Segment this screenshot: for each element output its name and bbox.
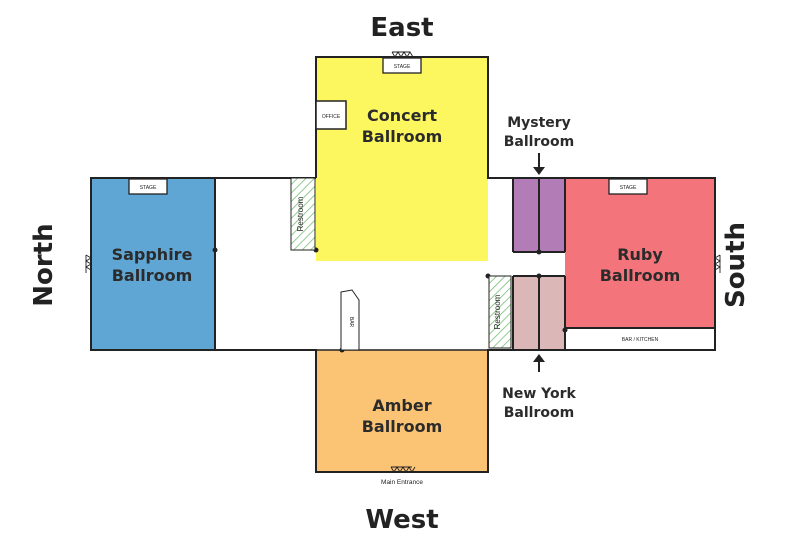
sapphire-stage-label: STAGE [140, 185, 157, 191]
concert-ballroom-area[interactable] [316, 58, 488, 261]
concert-ballroom-label: Concert Ballroom [362, 106, 443, 146]
concert-ballroom-suffix: Ballroom [362, 127, 443, 146]
amber-ballroom-area[interactable] [316, 350, 488, 472]
amber-ballroom-suffix: Ballroom [362, 417, 443, 436]
sapphire-stage [128, 178, 168, 195]
ruby-ballroom-name: Ruby [617, 245, 663, 264]
mystery-ballroom-name: Mystery [507, 115, 571, 131]
new-york-ballroom-label: New York Ballroom [502, 386, 576, 421]
concert-ballroom-name: Concert [367, 106, 437, 125]
office-label: OFFICE [322, 114, 341, 120]
direction-north: North [29, 223, 59, 306]
bar-counter [340, 289, 360, 351]
sapphire-ballroom-suffix: Ballroom [112, 266, 193, 285]
door-icon [85, 51, 721, 473]
bar-label: BAR [348, 317, 354, 328]
ruby-stage-label: STAGE [620, 185, 637, 191]
restroom-label-north: Restroom [296, 196, 305, 231]
arrow-up-icon [533, 354, 545, 372]
mystery-ballroom-suffix: Ballroom [504, 134, 574, 150]
ruby-ballroom-suffix: Ballroom [600, 266, 681, 285]
main-entrance-label: Main Entrance [381, 479, 423, 486]
restroom-south [488, 275, 512, 349]
direction-east: East [370, 13, 433, 43]
amber-ballroom-name: Amber [372, 396, 431, 415]
new-york-ballroom-suffix: Ballroom [504, 405, 574, 421]
amber-ballroom-label: Amber Ballroom [362, 396, 443, 436]
ruby-ballroom-area[interactable] [565, 178, 715, 328]
sapphire-ballroom-area[interactable] [91, 178, 215, 349]
direction-west: West [365, 505, 438, 535]
mystery-ballroom-label: Mystery Ballroom [504, 115, 574, 150]
arrow-down-icon [533, 153, 545, 175]
direction-south: South [721, 222, 751, 308]
restroom-label-south: Restroom [493, 294, 502, 329]
sapphire-ballroom-name: Sapphire [112, 245, 193, 264]
bar-kitchen-label: BAR / KITCHEN [622, 337, 659, 343]
concert-stage-label: STAGE [394, 64, 411, 70]
concert-stage [382, 57, 422, 74]
office-room [315, 100, 347, 130]
new-york-ballroom-name: New York [502, 386, 576, 402]
ruby-ballroom-label: Ruby Ballroom [600, 245, 681, 285]
restroom-north [290, 177, 316, 251]
ruby-stage [608, 178, 648, 195]
sapphire-ballroom-label: Sapphire Ballroom [112, 245, 193, 285]
